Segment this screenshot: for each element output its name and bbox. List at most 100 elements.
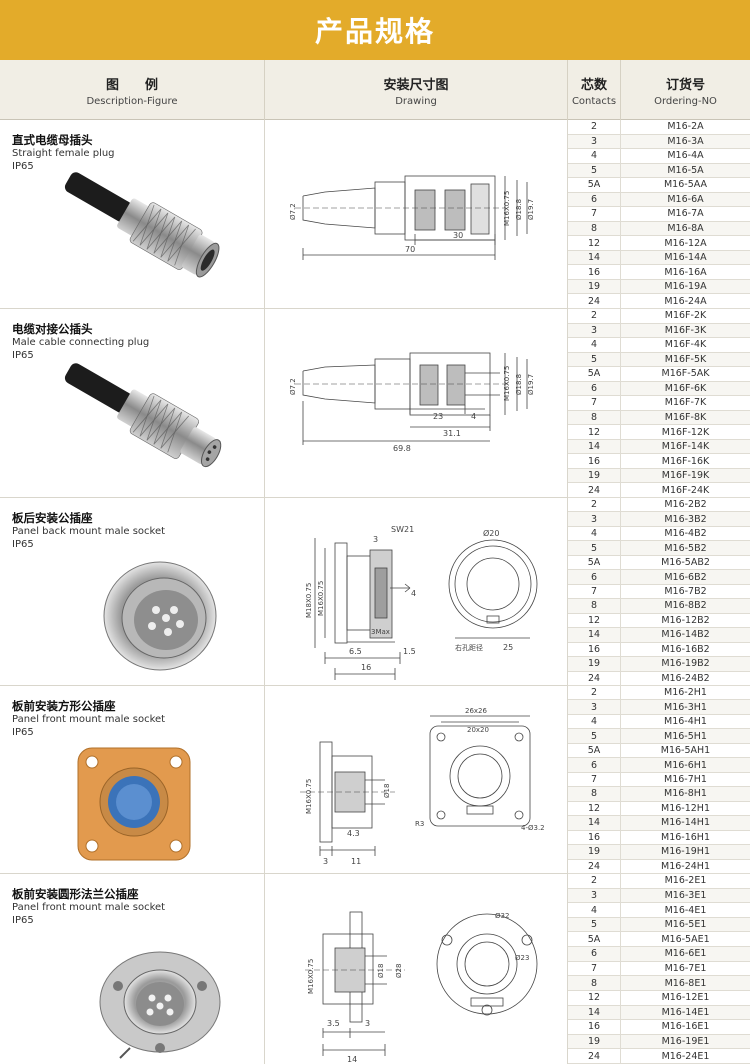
order-number-cell: M16-14E1 bbox=[661, 1006, 710, 1018]
order-number-cell: M16-2A bbox=[667, 121, 704, 133]
section-title-zh: 板后安装公插座 bbox=[12, 511, 93, 525]
dim-label: Ø28 bbox=[395, 964, 403, 978]
contacts-cell: 7 bbox=[568, 772, 621, 787]
order-number-cell: M16-14A bbox=[664, 252, 707, 264]
dim-label: 3 bbox=[365, 1019, 370, 1028]
panel-front-round-flange-socket-photo bbox=[99, 951, 221, 1059]
figure-cell: 板前安装圆形法兰公插座 Panel front mount male socke… bbox=[0, 874, 265, 1064]
header-contacts-zh: 芯数 bbox=[580, 77, 607, 93]
order-number-cell: M16-16A bbox=[664, 266, 707, 278]
contacts-cell: 14 bbox=[568, 250, 621, 265]
order-number-cell: M16-19A bbox=[664, 281, 707, 293]
dim-label: Ø20 bbox=[483, 528, 499, 538]
contacts-cell: 5 bbox=[568, 917, 621, 932]
contacts-cell: 3 bbox=[568, 134, 621, 149]
order-number-cell: M16F-4K bbox=[664, 339, 707, 351]
section-title-en: Panel front mount male socket bbox=[12, 902, 166, 913]
header-order: 订货号 Ordering-NO bbox=[621, 60, 750, 120]
section-title-zh: 直式电缆母插头 bbox=[12, 133, 93, 147]
section-ip-rating: IP65 bbox=[12, 539, 34, 550]
dim-label: 3 bbox=[323, 857, 328, 866]
contacts-cell: 12 bbox=[568, 613, 621, 628]
contacts-cell: 8 bbox=[568, 599, 621, 613]
panel-front-round-flange-socket-drawing: M16X0.75 Ø18 Ø28 3.5 3 14 Ø32 Ø23 bbox=[305, 911, 538, 1064]
drawing-cell: 70 30 Ø7.2 M16X0.75 Ø18.8 Ø19.7 bbox=[265, 120, 568, 308]
contacts-cell: 5A bbox=[568, 932, 621, 947]
header-drawing: 安装尺寸图 Drawing bbox=[265, 60, 568, 120]
dim-label: 1.5 bbox=[403, 647, 416, 656]
contacts-cell: 2 bbox=[568, 120, 621, 134]
panel-back-socket-photo bbox=[103, 561, 217, 671]
order-number-cell: M16-5AA bbox=[663, 179, 708, 191]
section-male-cable-plug: 电缆对接公插头 Male cable connecting plug IP65 bbox=[0, 309, 750, 498]
header-figure-zh: 图 例 bbox=[105, 77, 158, 93]
dim-label: 4.3 bbox=[347, 829, 360, 838]
dim-label: R3 bbox=[415, 820, 424, 828]
figure-cell: 板前安装方形公插座 Panel front mount male socket … bbox=[0, 686, 265, 873]
order-number-cell: M16-7A bbox=[667, 208, 704, 220]
section-title-en: Straight female plug bbox=[12, 148, 115, 159]
contacts-cell: 12 bbox=[568, 236, 621, 250]
panel-front-square-socket-drawing: M16X0.75 Ø18 4.3 3 11 26x26 20x20 R3 4-Ø… bbox=[300, 707, 545, 866]
contacts-cell: 3 bbox=[568, 512, 621, 526]
section-title-zh: 电缆对接公插头 bbox=[12, 322, 93, 336]
section-title-zh: 板前安装方形公插座 bbox=[12, 699, 116, 713]
contacts-cell: 16 bbox=[568, 265, 621, 279]
order-number-cell: M16-7E1 bbox=[664, 962, 707, 974]
order-number-cell: M16-5AH1 bbox=[660, 745, 711, 757]
order-number-cell: M16-12H1 bbox=[661, 802, 710, 814]
contacts-cell: 6 bbox=[568, 947, 621, 961]
contacts-cell: 8 bbox=[568, 787, 621, 801]
table-row: 12 M16-12H1 bbox=[568, 801, 750, 817]
contacts-cell: 4 bbox=[568, 526, 621, 541]
contacts-cell: 19 bbox=[568, 468, 621, 483]
dim-label: 3Max bbox=[371, 628, 390, 636]
table-row: 8 M16-8H1 bbox=[568, 787, 750, 802]
dim-label: 30 bbox=[453, 231, 463, 240]
dim-label: SW21 bbox=[391, 525, 414, 534]
header-contacts-en: Contacts bbox=[571, 95, 617, 107]
dim-label: Ø7.2 bbox=[289, 378, 297, 395]
header-contacts: 芯数 Contacts bbox=[568, 60, 621, 120]
dim-label: 4 bbox=[411, 589, 416, 598]
contacts-cell: 4 bbox=[568, 149, 621, 163]
contacts-cell: 7 bbox=[568, 584, 621, 599]
contacts-cell: 16 bbox=[568, 642, 621, 657]
contacts-cell: 6 bbox=[568, 192, 621, 207]
section-straight-female-plug: 直式电缆母插头 Straight female plug IP65 bbox=[0, 120, 750, 309]
table-row: 16 M16-16A bbox=[568, 265, 750, 280]
header-order-zh: 订货号 bbox=[665, 77, 705, 93]
order-number-cell: M16-24A bbox=[664, 295, 707, 307]
order-number-cell: M16-5A bbox=[667, 164, 704, 176]
order-number-cell: M16-8H1 bbox=[664, 788, 707, 800]
contacts-cell: 5A bbox=[568, 178, 621, 192]
contacts-cell: 2 bbox=[568, 874, 621, 888]
contacts-cell: 12 bbox=[568, 801, 621, 816]
dim-label: 3 bbox=[373, 535, 378, 544]
dim-label: Ø19.7 bbox=[527, 199, 535, 220]
